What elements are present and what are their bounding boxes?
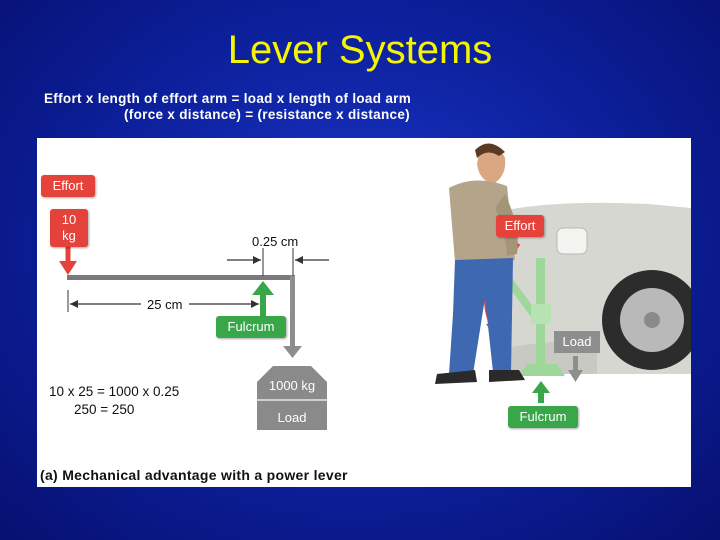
- load-arrow-head: [283, 346, 302, 358]
- load-arm-length-label: 0.25 cm: [252, 234, 299, 249]
- fulcrum-label: Fulcrum: [216, 316, 286, 338]
- load-value-label: 1000 kg: [268, 378, 316, 393]
- load-arrow-shaft: [290, 275, 295, 347]
- photo-load-label: Load: [554, 331, 600, 353]
- fulcrum-arrow-shaft: [260, 293, 266, 319]
- jack-base: [519, 364, 565, 376]
- photo-fulcrum-label: Fulcrum: [508, 406, 578, 428]
- formula-line-2: (force x distance) = (resistance x dista…: [124, 107, 410, 122]
- fulcrum-arrow-head: [252, 281, 274, 295]
- person-shirt: [449, 180, 515, 266]
- calculation-line-2: 250 = 250: [74, 402, 135, 417]
- calculation-line-1: 10 x 25 = 1000 x 0.25: [49, 384, 180, 399]
- load-label: Load: [277, 410, 307, 425]
- lever-schematic: [59, 143, 691, 430]
- effort-label: Effort: [41, 175, 95, 197]
- lever-diagram-panel: Effort 10 kg 0.25 cm 25 cm Fulcrum 10 x …: [37, 138, 691, 487]
- person-jeans: [449, 258, 513, 374]
- lever-bar: [67, 275, 295, 280]
- figure-caption: (a) Mechanical advantage with a power le…: [40, 467, 348, 483]
- effort-arm-length-label: 25 cm: [145, 297, 185, 312]
- slide-title: Lever Systems: [227, 28, 493, 72]
- load-weight: [257, 366, 327, 430]
- formula-line-1: Effort x length of effort arm = load x l…: [44, 91, 411, 106]
- effort-arrow-head: [59, 261, 77, 275]
- effort-value-tag: 10 kg: [50, 209, 88, 247]
- photo-effort-label: Effort: [496, 215, 544, 237]
